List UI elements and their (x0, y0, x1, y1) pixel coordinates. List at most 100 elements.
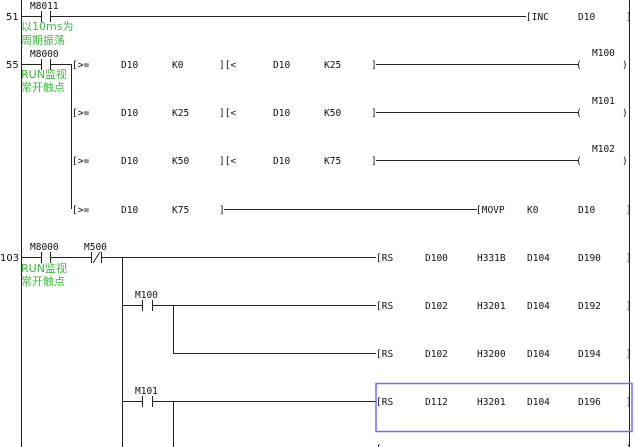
operand[interactable]: D10 (273, 156, 290, 167)
contact-label: M8011 (30, 1, 59, 12)
instruction[interactable]: [RS (376, 349, 393, 360)
no-contact-icon[interactable] (21, 59, 71, 70)
contact-label: M8000 (30, 242, 59, 253)
operand[interactable]: K50 (172, 156, 189, 167)
partial-row-bracket: [ (376, 444, 382, 447)
coil-label[interactable]: M101 (592, 96, 615, 107)
compare-row[interactable]: [>= D10 K50 ][< D10 K75 ] ( M102 ) (72, 144, 628, 167)
operand[interactable]: K75 (172, 205, 189, 216)
coil-label[interactable]: M102 (592, 144, 615, 155)
compare-close: ] (371, 108, 377, 119)
operand[interactable]: D112 (425, 397, 448, 408)
operand[interactable]: K25 (172, 108, 189, 119)
contact-label: M100 (135, 290, 158, 301)
operand[interactable]: H331B (477, 253, 506, 264)
compare-row[interactable]: [>= D10 K25 ][< D10 K50 ] ( M101 ) (72, 96, 628, 119)
operand[interactable]: K50 (324, 108, 341, 119)
coil-icon: ( (576, 108, 582, 119)
rung-103[interactable]: M8000 M500 RUN监视 常开触点 M100 M101 (21, 242, 633, 447)
operand[interactable]: D190 (578, 253, 601, 264)
operand[interactable]: D10 (273, 108, 290, 119)
operand[interactable]: K0 (527, 205, 539, 216)
compare-row[interactable]: [>= D10 K0 ][< D10 K25 ] ( M100 ) (72, 48, 628, 71)
step-number: 103 (0, 253, 19, 264)
operand[interactable]: D196 (578, 397, 601, 408)
operand[interactable]: D10 (121, 60, 138, 71)
operand[interactable]: D102 (425, 301, 448, 312)
compare-close: ] (219, 205, 225, 216)
operand[interactable]: D104 (527, 397, 550, 408)
operand[interactable]: D10 (121, 205, 138, 216)
operand[interactable]: K0 (172, 60, 184, 71)
compare-op: [>= (72, 156, 89, 167)
rs-instruction-row[interactable]: [RS D102 H3200 D104 D194 ] (376, 349, 632, 360)
instruction[interactable]: [RS (376, 301, 393, 312)
compare-close: ] (371, 60, 377, 71)
contact-label: M500 (84, 242, 107, 253)
compare-op: ][< (219, 60, 236, 71)
instruction-close: ] (626, 253, 632, 264)
coil-icon: ( (576, 60, 582, 71)
step-number: 51 (6, 12, 19, 23)
compare-close: ] (371, 156, 377, 167)
rs-instruction-row[interactable]: [RS D112 H3201 D104 D196 ] (376, 397, 632, 408)
operand[interactable]: D104 (527, 301, 550, 312)
compare-op: [>= (72, 205, 89, 216)
device-comment: RUN监视 (21, 67, 67, 81)
operand[interactable]: D100 (425, 253, 448, 264)
coil-icon: ) (622, 156, 628, 167)
operand[interactable]: K25 (324, 60, 341, 71)
coil-icon: ( (576, 156, 582, 167)
operand[interactable]: D104 (527, 253, 550, 264)
operand[interactable]: H3201 (477, 301, 506, 312)
coil-icon: ) (622, 60, 628, 71)
contact-label: M8000 (30, 49, 59, 60)
no-contact-icon[interactable] (21, 11, 51, 22)
instruction-close: ] (626, 12, 632, 23)
instruction-close: ] (626, 205, 632, 216)
no-contact-icon[interactable] (122, 300, 376, 311)
instruction[interactable]: [INC (526, 12, 549, 23)
operand[interactable]: D102 (425, 349, 448, 360)
compare-row[interactable]: [>= D10 K75 ] [MOVP K0 D10 ] (72, 205, 632, 216)
instruction[interactable]: [RS (376, 397, 393, 408)
instruction-close: ] (626, 301, 632, 312)
operand[interactable]: D10 (273, 60, 290, 71)
step-number: 55 (6, 60, 19, 71)
operand[interactable]: H3201 (477, 397, 506, 408)
compare-op: ][< (219, 108, 236, 119)
rung-55[interactable]: M8000 RUN监视 常开触点 [>= D10 K0 ][< D10 K25 … (21, 48, 632, 216)
coil-icon: ) (622, 108, 628, 119)
operand[interactable]: K75 (324, 156, 341, 167)
instruction[interactable]: [MOVP (476, 205, 505, 216)
instruction-close: ] (626, 397, 632, 408)
no-contact-icon[interactable] (122, 396, 376, 407)
device-comment: 常开触点 (21, 274, 65, 288)
cursor-selection-box[interactable] (375, 382, 633, 433)
operand[interactable]: D10 (578, 12, 595, 23)
partial-row-bracket: ] (626, 444, 632, 447)
operand[interactable]: D10 (578, 205, 595, 216)
contact-label: M101 (135, 386, 158, 397)
operand[interactable]: D194 (578, 349, 601, 360)
device-comment: 周期振荡 (21, 33, 65, 47)
rs-instruction-row[interactable]: [RS D100 H331B D104 D190 ] (376, 253, 632, 264)
compare-op: [>= (72, 108, 89, 119)
compare-op: ][< (219, 156, 236, 167)
operand[interactable]: D104 (527, 349, 550, 360)
operand[interactable]: D10 (121, 156, 138, 167)
instruction[interactable]: [RS (376, 253, 393, 264)
compare-op: [>= (72, 60, 89, 71)
rs-instruction-row[interactable]: [RS D102 H3201 D104 D192 ] (376, 301, 632, 312)
device-comment: 以10ms为 (21, 20, 73, 33)
device-comment: 常开触点 (21, 80, 65, 94)
nc-contact-icon[interactable] (91, 251, 377, 264)
coil-label[interactable]: M100 (592, 48, 615, 59)
no-contact-icon[interactable] (21, 252, 91, 263)
instruction-close: ] (626, 349, 632, 360)
operand[interactable]: D192 (578, 301, 601, 312)
rung-51[interactable]: M8011 以10ms为 周期振荡 [INC D10 ] (21, 1, 632, 47)
operand[interactable]: H3200 (477, 349, 506, 360)
operand[interactable]: D10 (121, 108, 138, 119)
